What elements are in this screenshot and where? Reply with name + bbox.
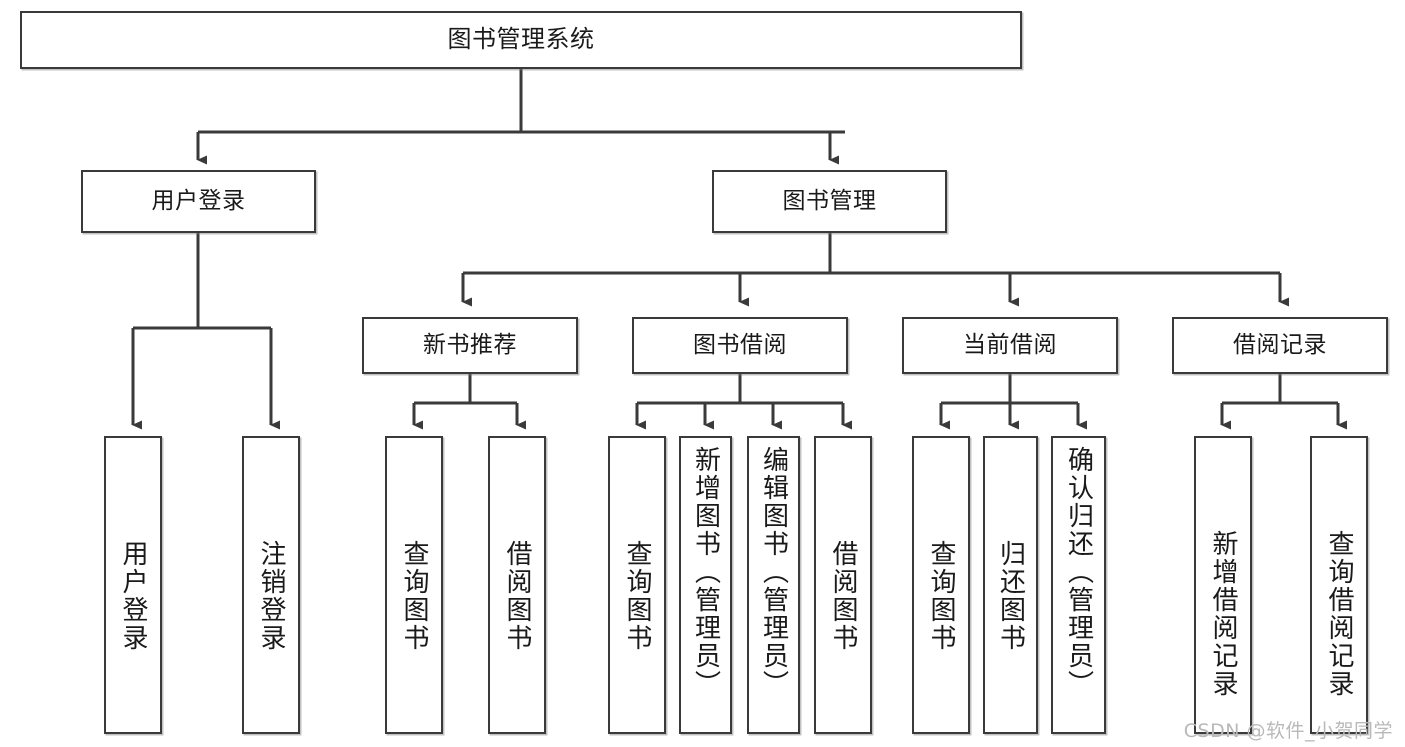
node-label: 查询图书 (622, 540, 652, 652)
node-root-system[interactable]: 图书管理系统 (20, 11, 1022, 69)
node-label: 注销登录 (256, 540, 286, 652)
node-borrow-record[interactable]: 借阅记录 (1172, 317, 1388, 374)
node-label: 用户登录 (151, 188, 246, 215)
node-leaf-query-book-borrow[interactable]: 查询图书 (608, 436, 666, 734)
node-leaf-query-borrow-record[interactable]: 查询借阅记录 (1310, 436, 1368, 734)
node-leaf-user-login[interactable]: 用户登录 (104, 436, 162, 734)
node-label: 图书管理系统 (447, 25, 595, 54)
node-label: 查询图书 (926, 540, 956, 652)
node-label: 借阅记录 (1233, 332, 1327, 359)
node-label: 查询图书 (399, 540, 429, 652)
node-book-borrow[interactable]: 图书借阅 (632, 317, 848, 374)
node-new-book-recommend[interactable]: 新书推荐 (362, 317, 578, 374)
node-current-borrow[interactable]: 当前借阅 (902, 317, 1118, 374)
node-label: 借阅图书 (502, 540, 532, 652)
node-leaf-edit-book-admin[interactable]: 编辑图书（管理员） (747, 436, 800, 734)
node-user-login[interactable]: 用户登录 (81, 170, 316, 233)
node-leaf-query-book-current[interactable]: 查询图书 (912, 436, 970, 734)
node-leaf-logout[interactable]: 注销登录 (242, 436, 300, 734)
node-label: 图书借阅 (693, 332, 787, 359)
node-label: 借阅图书 (828, 540, 858, 652)
node-label: 新书推荐 (423, 332, 517, 359)
node-leaf-add-borrow-record[interactable]: 新增借阅记录 (1194, 436, 1252, 734)
node-label: 查询借阅记录 (1324, 530, 1354, 698)
node-label: 编辑图书（管理员） (758, 446, 789, 698)
node-book-management[interactable]: 图书管理 (712, 170, 947, 233)
node-label: 用户登录 (118, 540, 148, 652)
watermark-text: CSDN @软件_小贺同学 (1183, 720, 1393, 742)
node-label: 新增借阅记录 (1208, 530, 1238, 698)
node-label: 新增图书（管理员） (690, 446, 721, 698)
node-leaf-borrow-book[interactable]: 借阅图书 (814, 436, 872, 734)
node-leaf-borrow-book-new[interactable]: 借阅图书 (488, 436, 546, 734)
node-label: 图书管理 (782, 188, 877, 215)
node-leaf-confirm-return-admin[interactable]: 确认归还（管理员） (1051, 436, 1106, 734)
node-label: 归还图书 (995, 540, 1026, 652)
node-label: 当前借阅 (963, 332, 1057, 359)
node-leaf-return-book[interactable]: 归还图书 (983, 436, 1038, 734)
node-leaf-add-book-admin[interactable]: 新增图书（管理员） (679, 436, 732, 734)
node-label: 确认归还（管理员） (1063, 446, 1094, 698)
node-leaf-query-book-new[interactable]: 查询图书 (385, 436, 443, 734)
